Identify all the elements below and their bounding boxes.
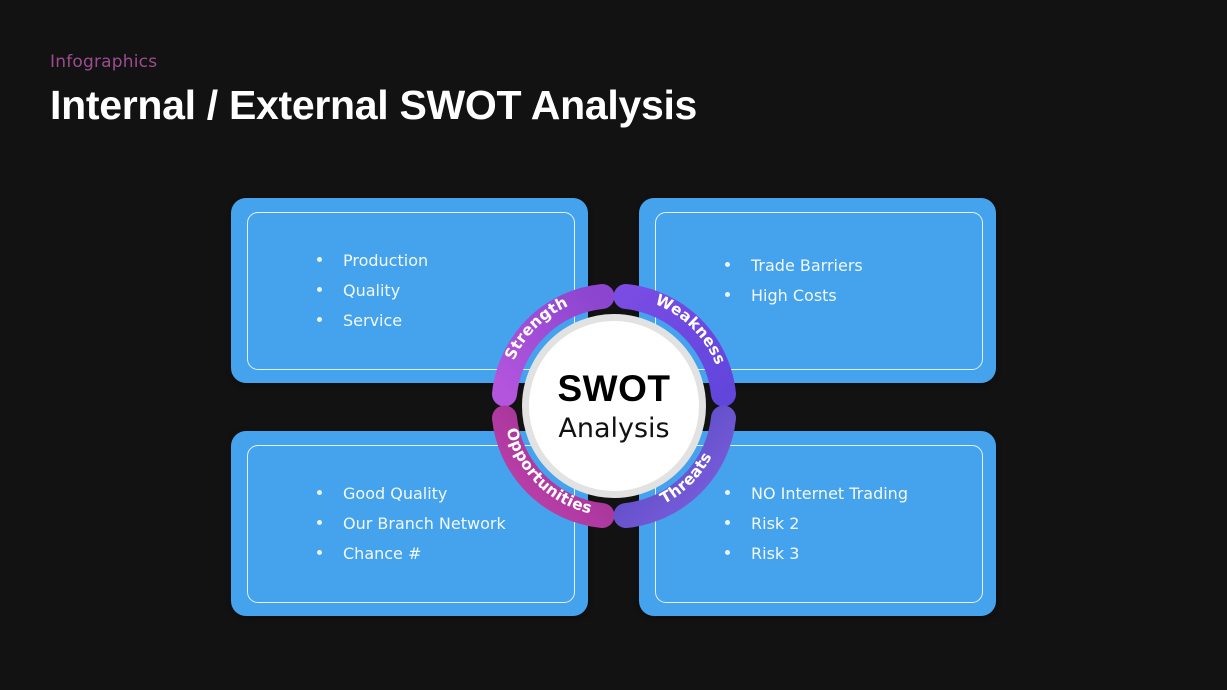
list-item: Quality [317, 276, 588, 306]
bullet-label: High Costs [751, 286, 837, 306]
bullet-dot-icon [317, 286, 322, 292]
list-item: Trade Barriers [725, 251, 996, 281]
bullet-label: NO Internet Trading [751, 483, 908, 503]
bullet-dot-icon [317, 519, 322, 525]
bullet-dot-icon [317, 549, 322, 555]
bullet-label: Chance # [343, 543, 422, 563]
bullet-list-weakness: Trade Barriers High Costs [639, 251, 996, 311]
list-item: NO Internet Trading [725, 479, 996, 509]
center-secondary-label: Analysis [558, 413, 670, 444]
bullet-label: Trade Barriers [751, 256, 863, 276]
bullet-dot-icon [317, 316, 322, 322]
list-item: Our Branch Network [317, 509, 588, 539]
bullet-label: Good Quality [343, 483, 448, 503]
bullet-list-threats: NO Internet Trading Risk 2 Risk 3 [639, 479, 996, 569]
bullet-dot-icon [725, 519, 730, 525]
bullet-dot-icon [725, 292, 730, 298]
eyebrow-label: Infographics [50, 52, 158, 72]
list-item: Chance # [317, 539, 588, 569]
list-item: Good Quality [317, 479, 588, 509]
arc-opportunities[interactable] [492, 405, 615, 528]
list-item: Risk 2 [725, 509, 996, 539]
list-item: High Costs [725, 281, 996, 311]
bullet-list-opportunities: Good Quality Our Branch Network Chance # [231, 479, 588, 569]
center-primary-label: SWOT [557, 368, 671, 409]
slide-header: Infographics Internal / External SWOT An… [50, 52, 950, 130]
list-item: Service [317, 306, 588, 336]
bullet-label: Risk 3 [751, 543, 800, 563]
bullet-label: Quality [343, 280, 401, 300]
bullet-dot-icon [725, 549, 730, 555]
bullet-dot-icon [725, 489, 730, 495]
bullet-dot-icon [317, 489, 322, 495]
quadrant-panel-strength[interactable]: Production Quality Service [231, 198, 588, 383]
swot-diagram: Production Quality Service Trade Barrier… [231, 198, 996, 616]
arc-strength[interactable] [492, 284, 615, 407]
bullet-label: Risk 2 [751, 513, 800, 533]
arc-threats[interactable] [613, 405, 736, 528]
arc-weakness[interactable] [613, 284, 736, 407]
list-item: Risk 3 [725, 539, 996, 569]
page-title: Internal / External SWOT Analysis [50, 82, 698, 129]
bullet-dot-icon [725, 262, 730, 268]
bullet-label: Production [343, 250, 429, 270]
bullet-dot-icon [317, 256, 322, 262]
bullet-label: Service [343, 310, 403, 330]
list-item: Production [317, 246, 588, 276]
swot-center-disc: SWOT Analysis [522, 314, 706, 498]
bullet-list-strength: Production Quality Service [231, 246, 588, 336]
bullet-label: Our Branch Network [343, 513, 506, 533]
